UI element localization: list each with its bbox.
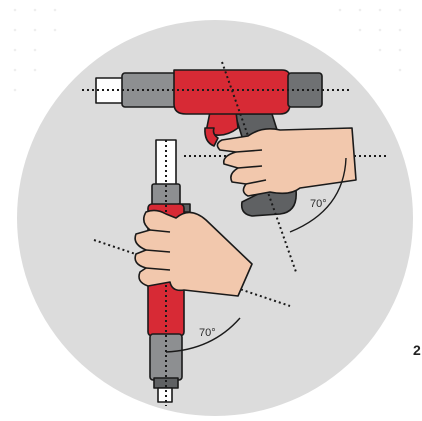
decorative-dot-grid [13,8,402,92]
bottom-angle-arc [165,317,241,353]
top-angle-arc [289,157,347,233]
top-hand [216,127,357,197]
bottom-hand [134,209,253,297]
page-number: 2 [413,342,421,358]
top-angle-label: 70° [310,198,327,210]
bottom-angle-label: 70° [199,327,216,339]
background-circle [17,20,413,416]
